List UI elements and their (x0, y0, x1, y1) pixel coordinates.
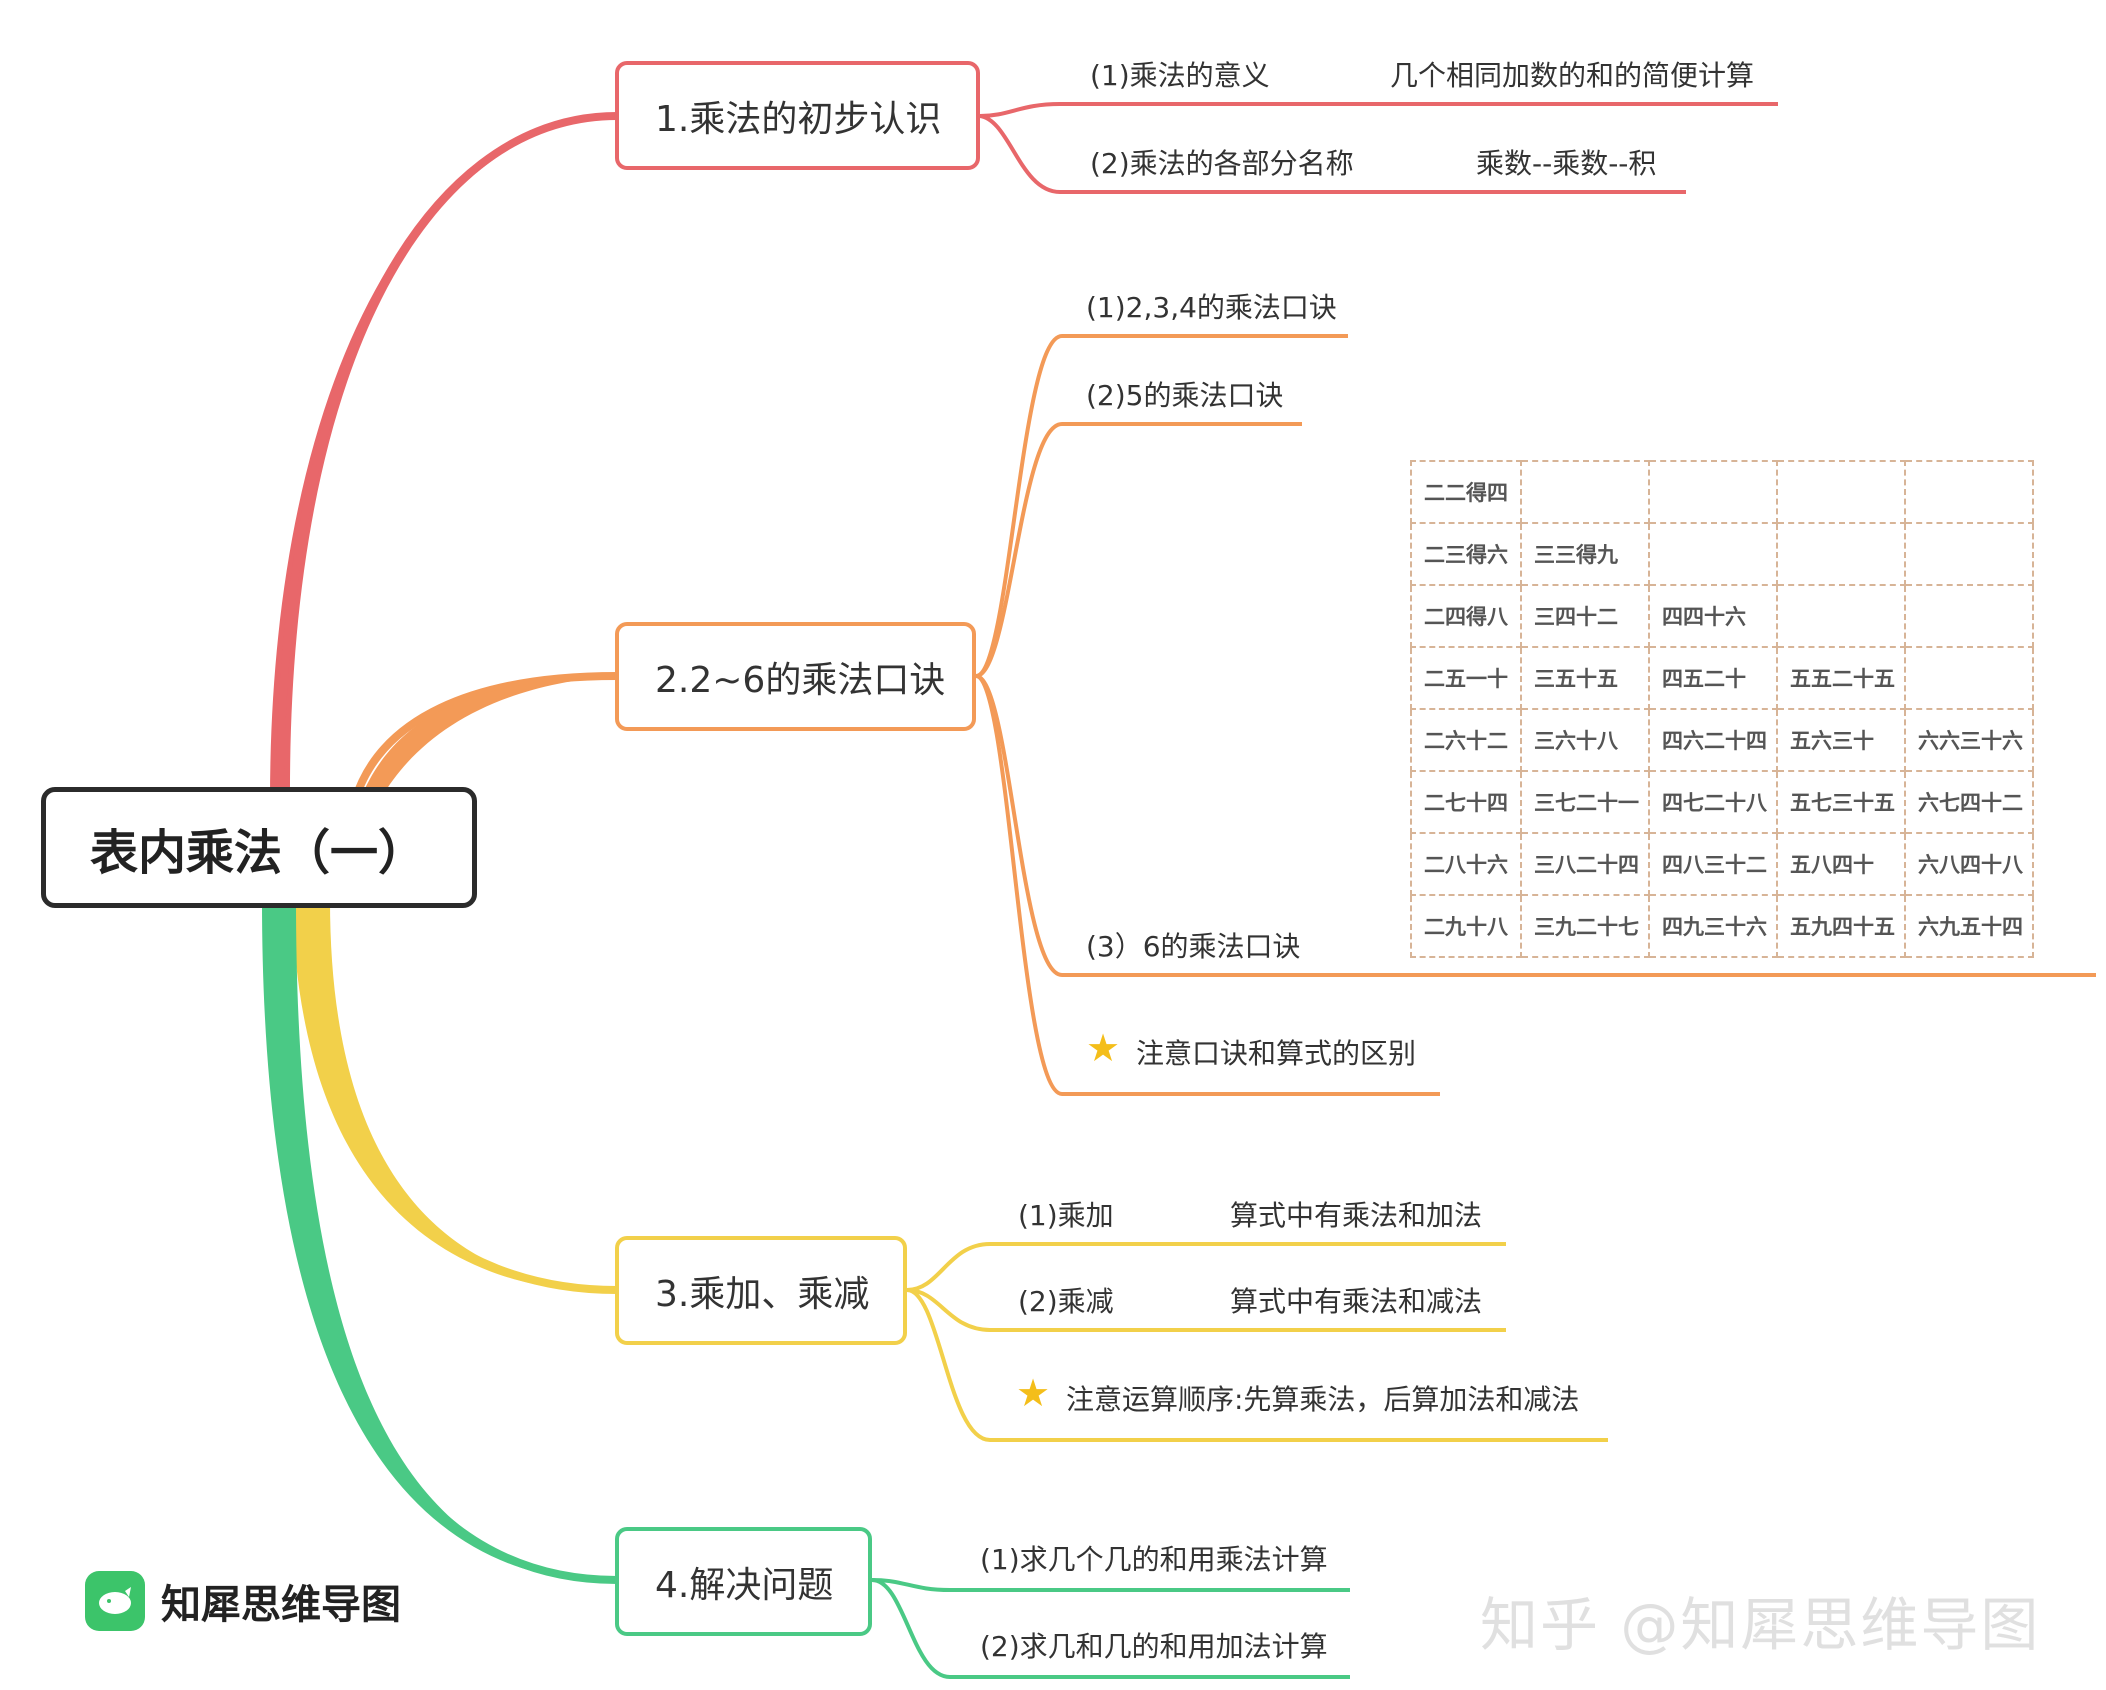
subtopic-detail: 乘数--乘数--积 (1476, 147, 1657, 180)
brand-logo: 知犀思维导图 (85, 1571, 401, 1631)
subtopic-label[interactable]: (1)乘法的意义 (1090, 59, 1270, 92)
table-row: 二七十四三七二十一四七二十八五七三十五六七四十二 (1410, 770, 2034, 834)
table-cell (1776, 460, 1906, 524)
branch3-leaf-lines (906, 1242, 1608, 1442)
table-row: 二九十八三九二十七四九三十六五九四十五六九五十四 (1410, 894, 2034, 958)
subtopic-label[interactable]: (2)乘减 (1018, 1285, 1114, 1318)
table-cell: 二二得四 (1410, 460, 1522, 524)
subtopic-label[interactable]: 注意运算顺序:先算乘法，后算加法和减法 (1066, 1383, 1580, 1416)
subtopic-label[interactable]: (2)乘法的各部分名称 (1090, 147, 1354, 180)
connector-root-branch2 (351, 672, 618, 802)
subtopic-label[interactable]: (1)乘加 (1018, 1199, 1114, 1232)
connector-root-branch1 (270, 116, 617, 800)
branch-topic-4-label: 4.解决问题 (655, 1564, 834, 1606)
table-cell (1648, 522, 1778, 586)
table-cell: 四八三十二 (1648, 832, 1778, 896)
table-cell (1904, 646, 2034, 710)
table-row: 二八十六三八二十四四八三十二五八四十六八四十八 (1410, 832, 2034, 896)
subtopic-label[interactable]: (1)求几个几的和用乘法计算 (980, 1543, 1328, 1576)
branch-topic-3[interactable]: 3.乘加、乘减 (615, 1236, 907, 1345)
table-cell: 三六十八 (1520, 708, 1650, 772)
table-row: 二四得八三四十二四四十六 (1410, 584, 2034, 648)
table-cell: 三四十二 (1520, 584, 1650, 648)
table-cell: 二八十六 (1410, 832, 1522, 896)
table-cell: 六八四十八 (1904, 832, 2034, 896)
table-cell (1776, 522, 1906, 586)
table-cell (1520, 460, 1650, 524)
table-cell: 六九五十四 (1904, 894, 2034, 958)
branch2-leaf-lines (975, 334, 2096, 1096)
table-cell: 四九三十六 (1648, 894, 1778, 958)
branch-topic-2-label: 2.2~6的乘法口诀 (655, 659, 946, 701)
branch-topic-4[interactable]: 4.解决问题 (615, 1527, 872, 1636)
table-cell: 四五二十 (1648, 646, 1778, 710)
table-row: 二二得四 (1410, 460, 2034, 524)
star-icon: ★ (1016, 1371, 1051, 1415)
star-icon: ★ (1086, 1026, 1121, 1070)
table-row: 二三得六三三得九 (1410, 522, 2034, 586)
table-cell (1904, 522, 2034, 586)
table-cell: 三三得九 (1520, 522, 1650, 586)
table-cell: 四四十六 (1648, 584, 1778, 648)
subtopic-detail: 算式中有乘法和减法 (1230, 1285, 1483, 1318)
rhino-logo-icon (85, 1571, 145, 1631)
table-cell: 五七三十五 (1776, 770, 1906, 834)
table-cell (1904, 460, 2034, 524)
table-row: 二五一十三五十五四五二十五五二十五 (1410, 646, 2034, 710)
root-topic[interactable]: 表内乘法（一） (41, 787, 477, 908)
table-cell: 五五二十五 (1776, 646, 1906, 710)
subtopic-label[interactable]: (1)2,3,4的乘法口诀 (1086, 291, 1337, 324)
table-cell: 二五一十 (1410, 646, 1522, 710)
table-row: 二六十二三六十八四六二十四五六三十六六三十六 (1410, 708, 2034, 772)
table-cell: 二九十八 (1410, 894, 1522, 958)
table-cell: 二四得八 (1410, 584, 1522, 648)
subtopic-detail: 算式中有乘法和加法 (1230, 1199, 1483, 1232)
watermark: 知乎 @知犀思维导图 (1480, 1591, 2041, 1659)
branch-topic-3-label: 3.乘加、乘减 (655, 1273, 870, 1315)
multiplication-table: 二二得四二三得六三三得九二四得八三四十二四四十六二五一十三五十五四五二十五五二十… (1410, 460, 2034, 958)
table-cell: 四七二十八 (1648, 770, 1778, 834)
table-cell: 五六三十 (1776, 708, 1906, 772)
branch1-leaf-lines (979, 102, 1778, 194)
table-cell (1776, 584, 1906, 648)
brand-name: 知犀思维导图 (161, 1582, 401, 1628)
table-cell: 四六二十四 (1648, 708, 1778, 772)
subtopic-label[interactable]: (2)5的乘法口诀 (1086, 379, 1284, 412)
table-cell: 六六三十六 (1904, 708, 2034, 772)
table-cell: 五八四十 (1776, 832, 1906, 896)
table-cell: 五九四十五 (1776, 894, 1906, 958)
table-cell: 三九二十七 (1520, 894, 1650, 958)
branch-topic-2[interactable]: 2.2~6的乘法口诀 (615, 622, 976, 731)
table-cell: 二六十二 (1410, 708, 1522, 772)
subtopic-detail: 几个相同加数的和的简便计算 (1390, 59, 1755, 92)
table-cell (1904, 584, 2034, 648)
branch4-leaf-lines (871, 1578, 1350, 1679)
subtopic-label[interactable]: (3）6的乘法口诀 (1086, 930, 1301, 963)
table-cell: 三七二十一 (1520, 770, 1650, 834)
branch-topic-1[interactable]: 1.乘法的初步认识 (615, 61, 980, 170)
table-cell: 二七十四 (1410, 770, 1522, 834)
branch-topic-1-label: 1.乘法的初步认识 (655, 98, 942, 140)
table-cell: 三五十五 (1520, 646, 1650, 710)
table-cell (1648, 460, 1778, 524)
subtopic-label[interactable]: 注意口诀和算式的区别 (1136, 1037, 1417, 1070)
subtopic-label[interactable]: (2)求几和几的和用加法计算 (980, 1630, 1328, 1663)
table-cell: 二三得六 (1410, 522, 1522, 586)
root-topic-label: 表内乘法（一） (90, 824, 427, 881)
table-cell: 六七四十二 (1904, 770, 2034, 834)
table-cell: 三八二十四 (1520, 832, 1650, 896)
